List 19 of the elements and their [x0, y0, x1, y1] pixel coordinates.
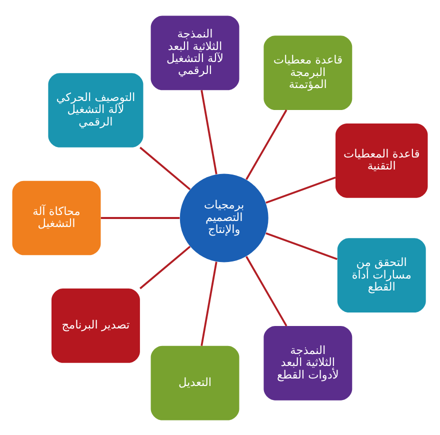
- connector: [266, 176, 336, 204]
- connector: [140, 245, 191, 289]
- connector: [246, 109, 288, 180]
- connector: [200, 261, 218, 346]
- node-box: قاعدة معطيات البرمجة المؤتمتة: [264, 35, 352, 110]
- connector: [100, 216, 180, 218]
- connector: [200, 90, 218, 174]
- node-box: النمذجة الثلاثية البعد لأدوات القطع: [264, 325, 352, 400]
- node-box: التعديل: [150, 345, 240, 420]
- node-box: التوصيف الحركي لآلة التشغيل الرقمي: [48, 72, 144, 147]
- node-box: النمذجة الثلاثية البعد لآلة التشغيل الرقمي: [150, 15, 240, 90]
- node-box: قاعدة المعطيات التقنية: [336, 123, 428, 198]
- connector: [246, 256, 288, 326]
- connector: [266, 232, 338, 260]
- node-box: التحقق من مسارات أداة القطع: [337, 238, 426, 312]
- connector: [140, 146, 191, 190]
- node-box: تصدير البرنامج: [51, 288, 140, 362]
- node-box: محاكاة آلة التشغيل: [12, 180, 101, 255]
- node-circle: برمجيات التصميم والإنتاج: [180, 173, 268, 262]
